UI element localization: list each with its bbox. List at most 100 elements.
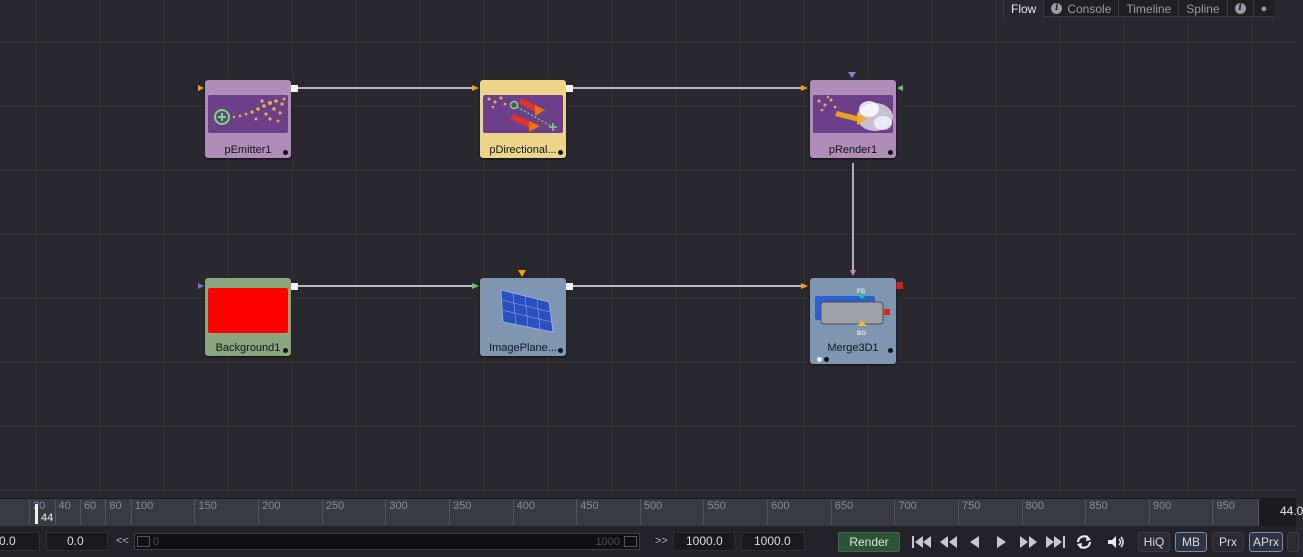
- particle-render-icon: [813, 95, 893, 133]
- ruler-tick-label: 80: [109, 500, 122, 512]
- ruler-tick-label: 850: [1089, 500, 1108, 512]
- current-frame-field[interactable]: 44.0: [1258, 499, 1303, 527]
- directional-force-icon: [483, 95, 563, 133]
- ruler-tick: 400: [512, 499, 535, 525]
- range-low-value: 0: [153, 536, 160, 548]
- range-forward-button[interactable]: >>: [655, 535, 668, 547]
- node-pemitter[interactable]: pEmitter1: [205, 80, 291, 158]
- render-end-value: 1000.0: [686, 534, 723, 548]
- loop-icon[interactable]: [1075, 534, 1093, 550]
- auto-proxy-button[interactable]: APrx: [1249, 532, 1283, 552]
- global-start-field[interactable]: 0.0: [0, 532, 40, 551]
- input-arrow-merge-top: [850, 270, 856, 276]
- render-top-input-marker: [848, 72, 856, 78]
- input-arrow-directional: [472, 85, 479, 91]
- tab-timeline[interactable]: Timeline: [1118, 0, 1178, 17]
- bg-label: BG: [857, 331, 866, 337]
- motion-blur-button[interactable]: MB: [1175, 532, 1207, 552]
- node-pdirectional[interactable]: pDirectional...: [480, 80, 566, 158]
- ruler-tick: 650: [830, 499, 853, 525]
- playhead-frame-label: 44: [41, 512, 54, 524]
- tab-comments[interactable]: ●: [1252, 0, 1275, 17]
- imageplane-output[interactable]: [566, 283, 573, 290]
- node-label: Background1: [215, 342, 281, 354]
- ruler-tick: 40: [54, 499, 71, 525]
- ruler-tick: 200: [258, 499, 280, 525]
- merge-output-red: [896, 282, 903, 289]
- ruler-tick: 20: [29, 499, 45, 525]
- range-low-handle[interactable]: [137, 536, 150, 547]
- proxy-button[interactable]: Prx: [1212, 532, 1244, 552]
- flow-view[interactable]: pEmitter1: [0, 0, 1296, 497]
- audio-icon[interactable]: [1106, 534, 1126, 550]
- global-end-field[interactable]: 1000.0: [741, 532, 805, 551]
- ruler-tick-label: 60: [83, 500, 97, 512]
- ruler-tick-label: 750: [961, 500, 981, 512]
- emitter-input-marker: [198, 85, 204, 91]
- range-high-value: 1000: [595, 536, 620, 548]
- range-slider[interactable]: 0 1000: [134, 533, 640, 550]
- tab-flow[interactable]: Flow: [1003, 0, 1044, 17]
- play-reverse-icon[interactable]: [967, 534, 981, 550]
- view-indicator[interactable]: [558, 150, 563, 155]
- ruler-tick: 450: [576, 499, 599, 525]
- background-color-swatch: [208, 288, 288, 333]
- ruler-tick-label: 250: [325, 500, 345, 512]
- ruler-tick: 950: [1212, 499, 1235, 525]
- merge3d-icon: FG BG: [813, 289, 893, 340]
- view-indicator[interactable]: [888, 150, 893, 155]
- ruler-tick-label: 300: [389, 500, 408, 512]
- fg-label: FG: [857, 289, 866, 295]
- tab-spline[interactable]: Spline: [1178, 0, 1226, 17]
- viewer-a-indicator[interactable]: [817, 357, 822, 362]
- background-input-marker: [198, 283, 204, 289]
- comment-icon: ●: [1260, 2, 1268, 15]
- ruler-tick: 100: [130, 499, 153, 525]
- render-end-field[interactable]: 1000.0: [673, 532, 735, 551]
- node-imageplane[interactable]: ImagePlane...: [480, 278, 566, 356]
- hiq-button[interactable]: HiQ: [1138, 532, 1170, 552]
- more-options-button[interactable]: [1287, 532, 1299, 552]
- ruler-tick-label: 650: [834, 500, 854, 512]
- go-to-end-icon[interactable]: [1044, 534, 1068, 550]
- view-indicator[interactable]: [888, 348, 893, 353]
- step-back-icon[interactable]: [938, 534, 960, 550]
- node-merge3d[interactable]: FG BG Merge3D1: [810, 278, 896, 364]
- render-start-field[interactable]: 0.0: [46, 532, 108, 551]
- image-plane-icon: [483, 282, 563, 334]
- pemitter-output[interactable]: [291, 85, 298, 92]
- tab-info[interactable]: i: [1226, 0, 1253, 17]
- ruler-tick: 500: [639, 499, 662, 525]
- ruler-tick: 250: [321, 499, 344, 525]
- tab-label: Spline: [1186, 1, 1220, 16]
- node-label: Merge3D1: [827, 342, 879, 354]
- ruler-tick: 750: [957, 499, 980, 525]
- ruler-tick: 300: [385, 499, 408, 525]
- playhead[interactable]: [35, 504, 38, 524]
- range-high-handle[interactable]: [624, 536, 637, 547]
- background-output[interactable]: [291, 283, 298, 290]
- ruler-tick-label: 600: [771, 500, 790, 512]
- viewer-b-indicator[interactable]: [824, 357, 829, 362]
- info-icon: i: [1234, 3, 1246, 14]
- range-back-button[interactable]: <<: [116, 535, 129, 547]
- node-connections: [198, 72, 903, 361]
- view-indicator[interactable]: [558, 348, 563, 353]
- node-background[interactable]: Background1: [205, 278, 291, 356]
- go-to-start-icon[interactable]: [910, 534, 934, 550]
- pdirectional-output[interactable]: [566, 85, 573, 92]
- play-forward-icon[interactable]: [995, 534, 1009, 550]
- view-indicator[interactable]: [283, 348, 288, 353]
- node-prender[interactable]: pRender1: [810, 80, 896, 158]
- input-arrow-render: [801, 85, 808, 91]
- ruler-tick-label: 950: [1216, 500, 1235, 512]
- view-indicator[interactable]: [283, 150, 288, 155]
- tab-label: Timeline: [1126, 1, 1172, 16]
- ruler-tick: 350: [448, 499, 471, 525]
- render-button[interactable]: Render: [838, 532, 900, 552]
- ruler-tick-label: 150: [198, 500, 217, 512]
- step-forward-icon[interactable]: [1018, 534, 1040, 550]
